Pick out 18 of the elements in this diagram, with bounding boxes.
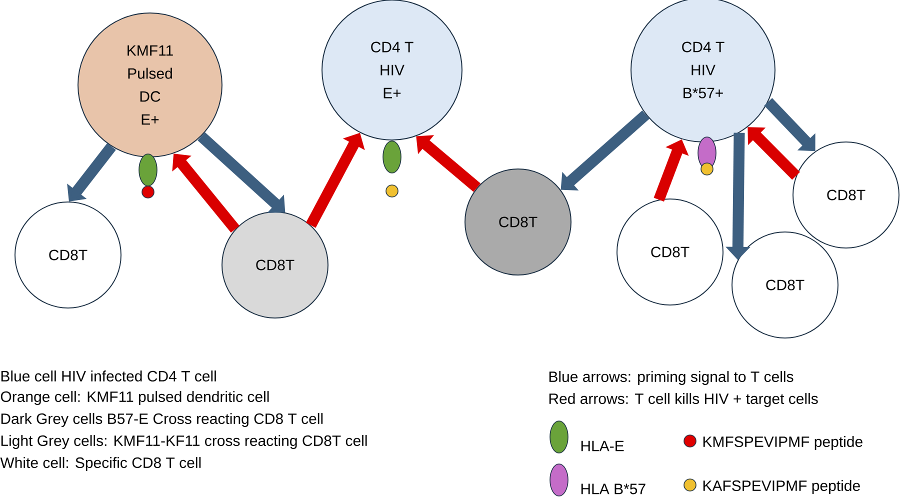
note-text: Light Grey cells: KMF11-KF11 cross reacting CD8T cell [1, 435, 367, 449]
note-text: Dark Grey cells B57-E Cross reacting CD8 T cell [1, 413, 323, 427]
block-arrow [748, 127, 800, 180]
block-arrow [764, 98, 816, 152]
legend-label: KMFSPEVIPMF peptide [703, 436, 862, 450]
legend-label: KAFSPEVIPMF peptide [703, 480, 860, 494]
block-arrow [416, 135, 481, 192]
note-text: Blue cell HIV infected CD4 T cell [1, 370, 216, 382]
note-text: White cell: Specific CD8 T cell [0, 457, 201, 471]
legend-label: HLA B*57 [581, 484, 646, 494]
block-arrow [67, 143, 116, 202]
block-arrow [172, 154, 240, 233]
legend-label: HLA-E [581, 440, 624, 452]
block-arrow [560, 110, 650, 190]
note-text: Blue arrows: priming signal to T cells [549, 371, 794, 385]
note-text: Orange cell: KMF11 pulsed dendritic cell [0, 391, 269, 405]
block-arrow [198, 132, 286, 213]
note-text: Red arrows: T cell kills HIV + target cells [549, 393, 818, 407]
